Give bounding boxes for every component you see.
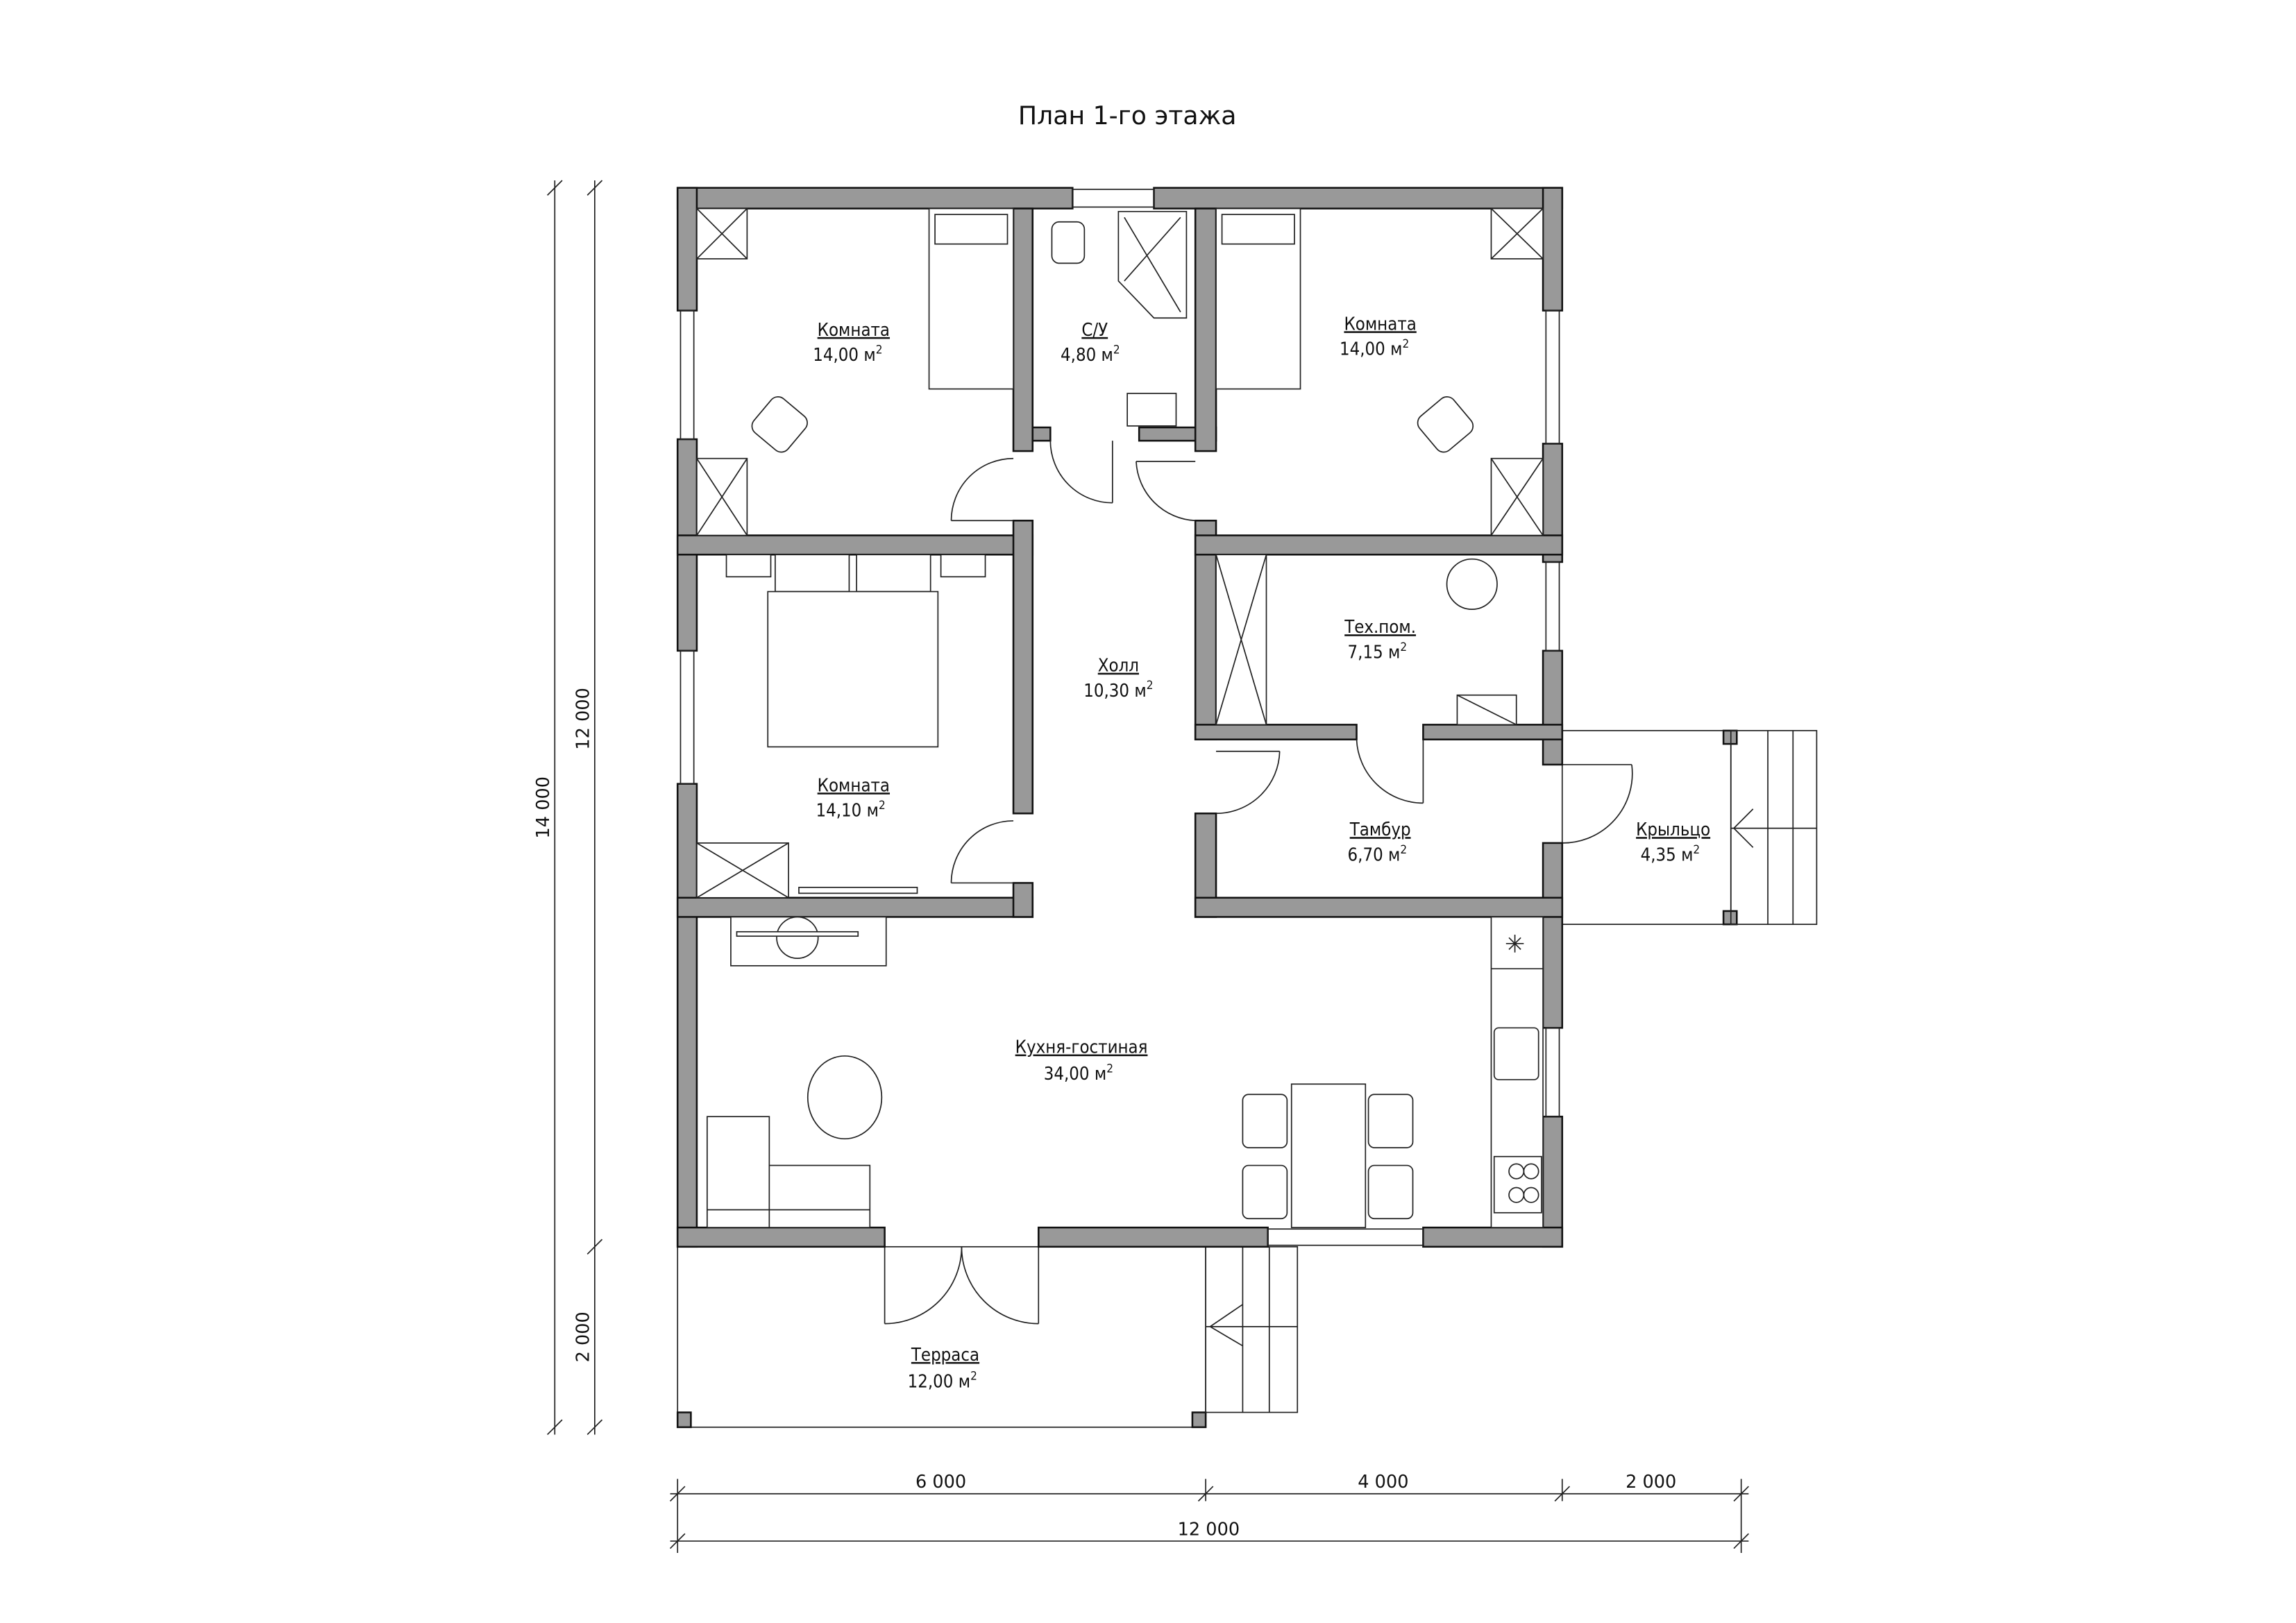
room-label-terrace: Терраса 12,00 м2	[908, 1345, 980, 1392]
double-bed-icon	[767, 554, 939, 748]
room-label-tambour: Тамбур 6,70 м2	[1348, 819, 1411, 865]
svg-text:Терраса: Терраса	[911, 1345, 979, 1366]
walls	[676, 187, 1564, 1248]
dim-total-height: 14 000	[533, 776, 554, 838]
plan-title: План 1-го этажа	[1018, 101, 1237, 130]
svg-text:Комната: Комната	[818, 775, 890, 796]
dimension-lines: 14 000 12 000 2 000 6 000 4 000 2 000 12…	[533, 180, 1749, 1553]
svg-text:Кухня-гостиная: Кухня-гостиная	[1015, 1037, 1148, 1058]
svg-text:4,80 м2: 4,80 м2	[1061, 343, 1120, 366]
dim-left-span: 6 000	[915, 1472, 966, 1493]
porch	[1561, 729, 1818, 926]
cooktop-icon	[1493, 1155, 1542, 1214]
tv-stand-icon	[730, 916, 887, 967]
bedroom-2-door[interactable]	[1136, 461, 1196, 522]
bathroom-door[interactable]	[1049, 441, 1113, 504]
wardrobe-icon	[696, 207, 748, 260]
terrace-stairs	[1205, 1246, 1299, 1413]
room-label-bedroom-3: Комната 14,10 м2	[816, 775, 890, 821]
single-bed-icon	[1215, 207, 1301, 390]
fan-icon	[1505, 935, 1524, 953]
svg-text:Комната: Комната	[818, 320, 890, 341]
terrace-double-door[interactable]	[884, 1246, 1040, 1325]
svg-text:4,35 м2: 4,35 м2	[1641, 843, 1700, 866]
dim-middle-span: 4 000	[1358, 1472, 1408, 1493]
sink-icon	[1126, 393, 1177, 427]
chair-icon	[1242, 1094, 1288, 1148]
svg-text:14,10 м2: 14,10 м2	[816, 799, 885, 822]
chair-icon	[1367, 1094, 1414, 1148]
dining-table-icon	[1290, 1083, 1367, 1228]
wardrobe-icon	[1490, 457, 1544, 536]
svg-text:7,15 м2: 7,15 м2	[1348, 640, 1408, 663]
nightstand-icon	[725, 554, 986, 578]
tambour-door[interactable]	[1216, 750, 1281, 815]
svg-text:Тех.пом.: Тех.пом.	[1344, 617, 1416, 638]
terrace	[676, 1246, 1299, 1429]
svg-text:С/У: С/У	[1081, 320, 1108, 341]
boiler-icon	[1446, 558, 1498, 610]
svg-text:10,30 м2: 10,30 м2	[1083, 679, 1153, 702]
wardrobe-icon	[696, 842, 789, 899]
kitchen-sink-icon	[1493, 1027, 1539, 1080]
svg-text:14,00 м2: 14,00 м2	[1340, 337, 1409, 360]
chair-icon	[1367, 1164, 1414, 1220]
tv-icon	[798, 886, 918, 894]
armchair-icon	[1417, 396, 1474, 453]
room-label-porch: Крыльцо 4,35 м2	[1636, 819, 1710, 865]
svg-text:Тамбур: Тамбур	[1349, 819, 1411, 840]
shower-icon	[1117, 210, 1188, 319]
entrance-door[interactable]	[1562, 764, 1633, 844]
dim-porch-span: 2 000	[1626, 1472, 1676, 1493]
dim-total-width: 12 000	[1178, 1519, 1240, 1540]
room-label-bedroom-2: Комната 14,00 м2	[1340, 314, 1417, 359]
room-label-tech-room: Тех.пом.7,15 м2	[1344, 617, 1416, 663]
toilet-icon	[1051, 221, 1086, 264]
svg-text:34,00 м2: 34,00 м2	[1044, 1062, 1113, 1085]
wardrobe-icon	[696, 457, 748, 536]
shelf-icon	[1215, 554, 1267, 726]
round-rug-icon	[807, 1055, 883, 1140]
dim-house-height: 12 000	[573, 688, 593, 749]
svg-text:6,70 м2: 6,70 м2	[1348, 843, 1408, 866]
dim-terrace-depth: 2 000	[573, 1311, 593, 1362]
svg-text:Холл: Холл	[1098, 656, 1139, 677]
svg-text:Комната: Комната	[1344, 314, 1416, 334]
svg-text:Крыльцо: Крыльцо	[1636, 819, 1710, 840]
furniture	[696, 207, 1544, 1228]
bedroom-3-door[interactable]	[950, 820, 1014, 884]
single-bed-icon	[928, 207, 1014, 390]
svg-text:14,00 м2: 14,00 м2	[813, 343, 882, 366]
armchair-icon	[751, 396, 808, 453]
room-label-bathroom: С/У4,80 м2	[1061, 320, 1120, 366]
interior-doors	[950, 441, 1424, 884]
room-label-kitchen-living: Кухня-гостиная 34,00 м2	[1015, 1037, 1148, 1085]
tech-room-door[interactable]	[1356, 739, 1424, 804]
windows	[679, 188, 1560, 1246]
sofa-icon	[706, 1116, 871, 1228]
chair-icon	[1242, 1164, 1288, 1220]
wardrobe-icon	[1490, 207, 1544, 260]
equipment-icon	[1456, 694, 1517, 726]
bedroom-1-door[interactable]	[950, 457, 1014, 522]
porch-stairs	[1730, 730, 1818, 925]
svg-text:12,00 м2: 12,00 м2	[908, 1370, 977, 1393]
